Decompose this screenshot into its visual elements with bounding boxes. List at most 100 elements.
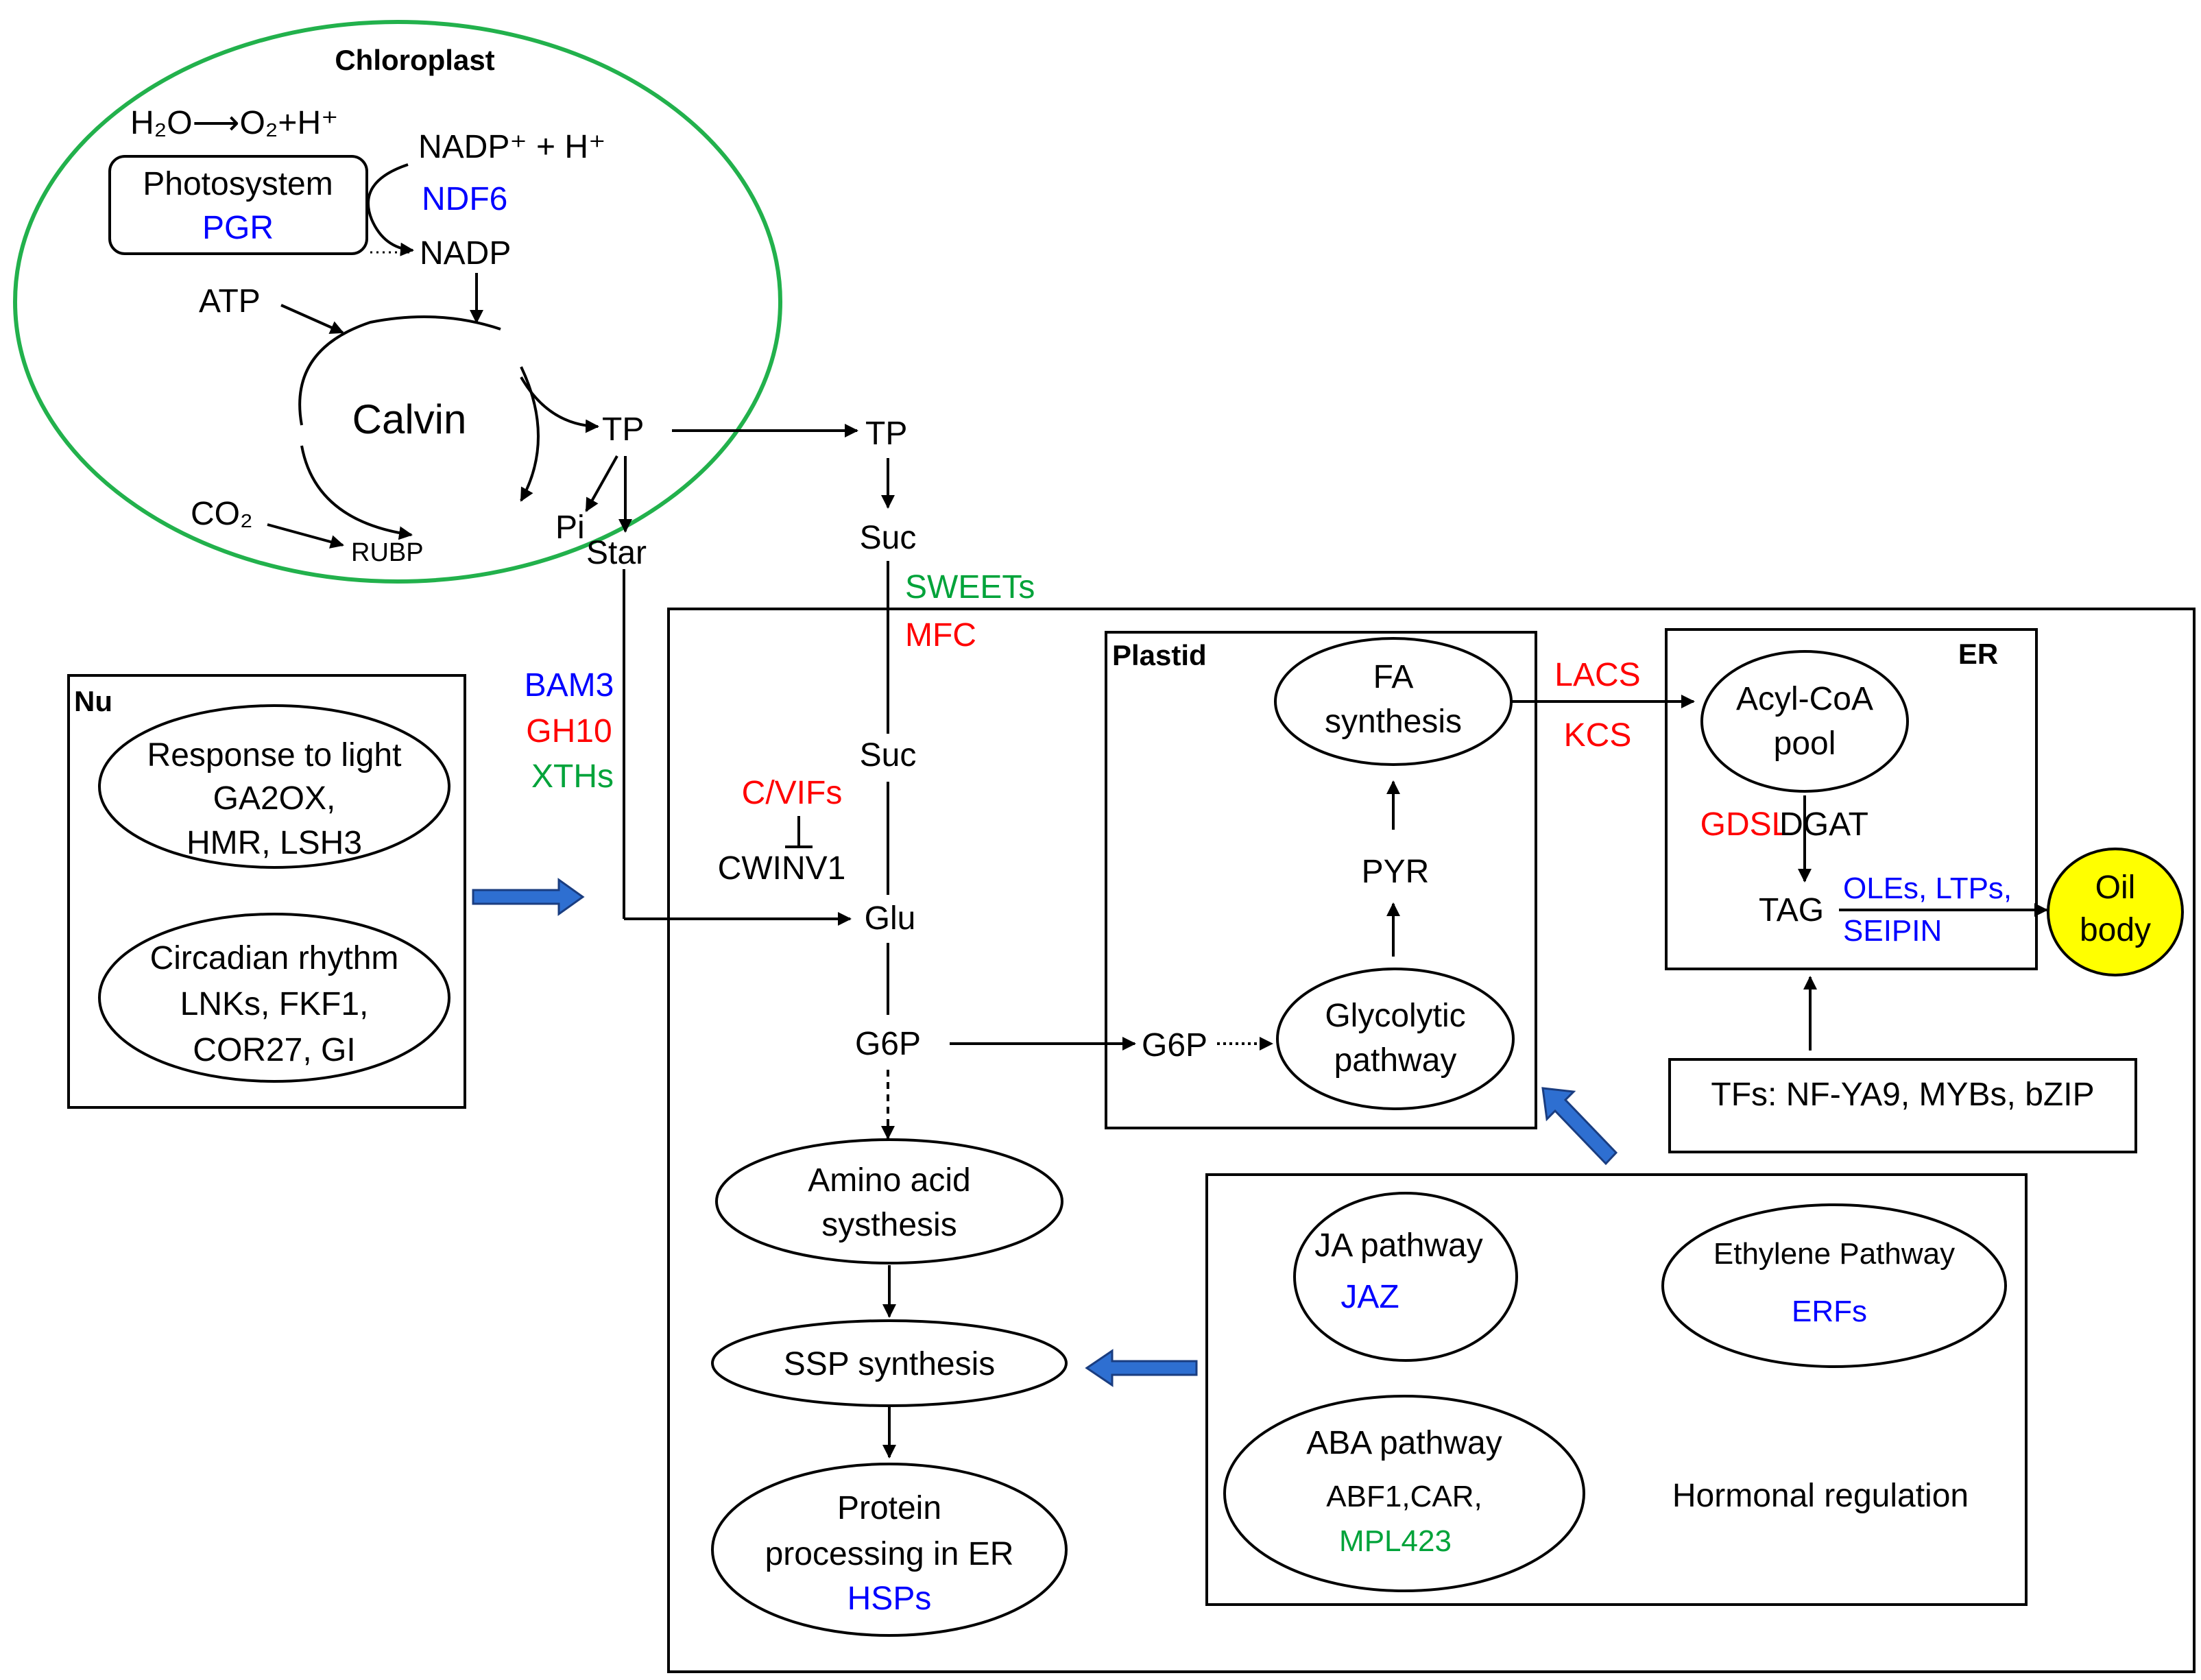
gene-mfc: MFC [905,617,976,653]
gene-kcs: KCS [1564,717,1632,754]
nucleus-regulation-block-arrow [472,878,585,916]
gene-sweets: SWEETs [905,569,1035,605]
calvin-cycle-arc-right [520,366,540,502]
rubp-label: RUBP [351,538,424,567]
water-splitting-label: H₂O⟶O₂+H⁺ [130,105,338,141]
gene-cvifs: C/VIFs [742,775,843,811]
gene-ndf6: NDF6 [422,181,507,217]
amino-acid-synthesis-ellipse [715,1138,1063,1264]
tag-label: TAG [1759,892,1824,928]
protein-processing-line2: processing in ER [765,1536,1014,1572]
amino-acid-line2: systhesis [821,1207,957,1243]
gene-nfya9: NF-YA9 [1786,1077,1901,1113]
hormone-to-plastid-block-arrow [1541,1087,1618,1166]
photosystem-label: Photosystem [143,166,333,202]
acylcoa-line1: Acyl-CoA [1736,681,1873,717]
gene-erfs: ERFs [1792,1295,1867,1328]
gene-lsh3: LSH3 [280,825,362,861]
tfs-label: TFs: NF-YA9, MYBs, bZIP [1711,1077,2094,1113]
calvin-label: Calvin [352,396,467,442]
tfs-prefix: TFs: [1711,1077,1777,1113]
circadian-title: Circadian rhythm [150,940,399,976]
gene-hsps: HSPs [847,1581,932,1617]
gene-car: ,CAR, [1402,1480,1482,1513]
photosystem-box [108,155,368,255]
fa-synthesis-line1: FA [1373,659,1414,695]
aba-pathway-ellipse [1223,1395,1585,1592]
gene-lnks: LNKs [180,986,261,1022]
nadp-plus-label: NADP⁺ + H⁺ [418,129,605,165]
ssp-synthesis-label: SSP synthesis [784,1346,996,1382]
cwinv1-label: CWINV1 [718,850,846,887]
light-response-title: Response to light [147,737,402,773]
gene-xths: XTHs [531,758,614,795]
atp-to-calvin-arrow [280,304,344,334]
light-response-genes-1: GA2OX, [213,780,336,817]
chloroplast-membrane [13,20,782,584]
acylcoa-line2: pool [1774,725,1836,762]
oil-body-line1: Oil [2095,869,2136,906]
light-response-ellipse [98,704,450,869]
hormone-to-ssp-block-arrow [1085,1349,1198,1387]
gene-gh10: GH10 [526,713,612,749]
gene-pgr: PGR [202,210,274,246]
gene-ga2ox: GA2OX [213,780,326,817]
ethylene-pathway-title: Ethylene Pathway [1713,1237,1955,1271]
nadp-label: NADP [420,235,511,272]
circadian-genes-1: LNKs, FKF1, [180,986,369,1022]
gene-lacs: LACS [1554,657,1640,693]
g6p-label: G6P [855,1026,921,1062]
aba-genes-1: ABF1,CAR, [1326,1480,1482,1513]
amino-acid-line1: Amino acid [808,1162,970,1199]
plastid-box [1105,631,1537,1129]
cytosol-tp-label: TP [865,416,907,452]
glycolytic-line2: pathway [1334,1042,1457,1079]
lnks-comma: , [261,986,269,1022]
protein-processing-ellipse [711,1463,1068,1637]
ga2ox-comma: , [326,780,335,817]
suc-mid-label: Suc [860,737,917,773]
co2-label: CO₂ [191,496,253,532]
atp-label: ATP [199,283,261,320]
oil-body-line2: body [2080,912,2151,948]
ethylene-pathway-ellipse [1661,1203,2007,1368]
aba-pathway-title: ABA pathway [1306,1425,1502,1461]
gene-oles-ltps: OLEs, LTPs, [1843,872,2012,905]
gene-gi: GI [321,1032,356,1068]
nucleus-box [67,674,466,1109]
dgat-label: DGAT [1779,806,1868,843]
tfs-rest: , MYBs, bZIP [1901,1077,2095,1113]
er-title: ER [1958,638,1998,670]
suc-top-label: Suc [860,520,917,556]
er-box [1665,628,2038,970]
circadian-ellipse [98,913,450,1083]
hormonal-regulation-label: Hormonal regulation [1672,1478,1969,1514]
gene-cor27: COR27, [193,1032,311,1068]
chloroplast-tp-label: TP [602,411,644,448]
ssp-synthesis-ellipse [711,1319,1068,1407]
ja-pathway-ellipse [1293,1192,1518,1362]
light-response-genes-2: HMR, LSH3 [187,825,362,861]
calvin-cycle-arc-left [300,445,413,540]
fa-synthesis-ellipse [1274,637,1513,766]
nucleus-title: Nu [74,685,112,717]
gene-bam3: BAM3 [525,667,614,704]
starch-label: Star [586,535,647,571]
gene-hmr: HMR, [187,825,271,861]
glycolytic-pathway-ellipse [1276,968,1515,1110]
chloroplast-title: Chloroplast [335,44,494,76]
pi-label: Pi [555,509,585,546]
gene-abf1: ABF1 [1326,1480,1402,1513]
gene-fkf1: FKF1, [279,986,369,1022]
gene-jaz: JAZ [1340,1279,1399,1315]
tfs-box [1668,1058,2137,1153]
acylcoa-pool-ellipse [1700,650,1909,793]
tp-to-pi-arrow [585,455,618,512]
calvin-to-tp-arrow [520,376,599,433]
circadian-genes-2: COR27, GI [193,1032,355,1068]
glycolytic-line1: Glycolytic [1325,998,1465,1034]
hormonal-regulation-box [1205,1173,2028,1606]
gene-gdsl: GDSL [1700,806,1790,843]
co2-to-rubp-arrow [267,523,344,549]
